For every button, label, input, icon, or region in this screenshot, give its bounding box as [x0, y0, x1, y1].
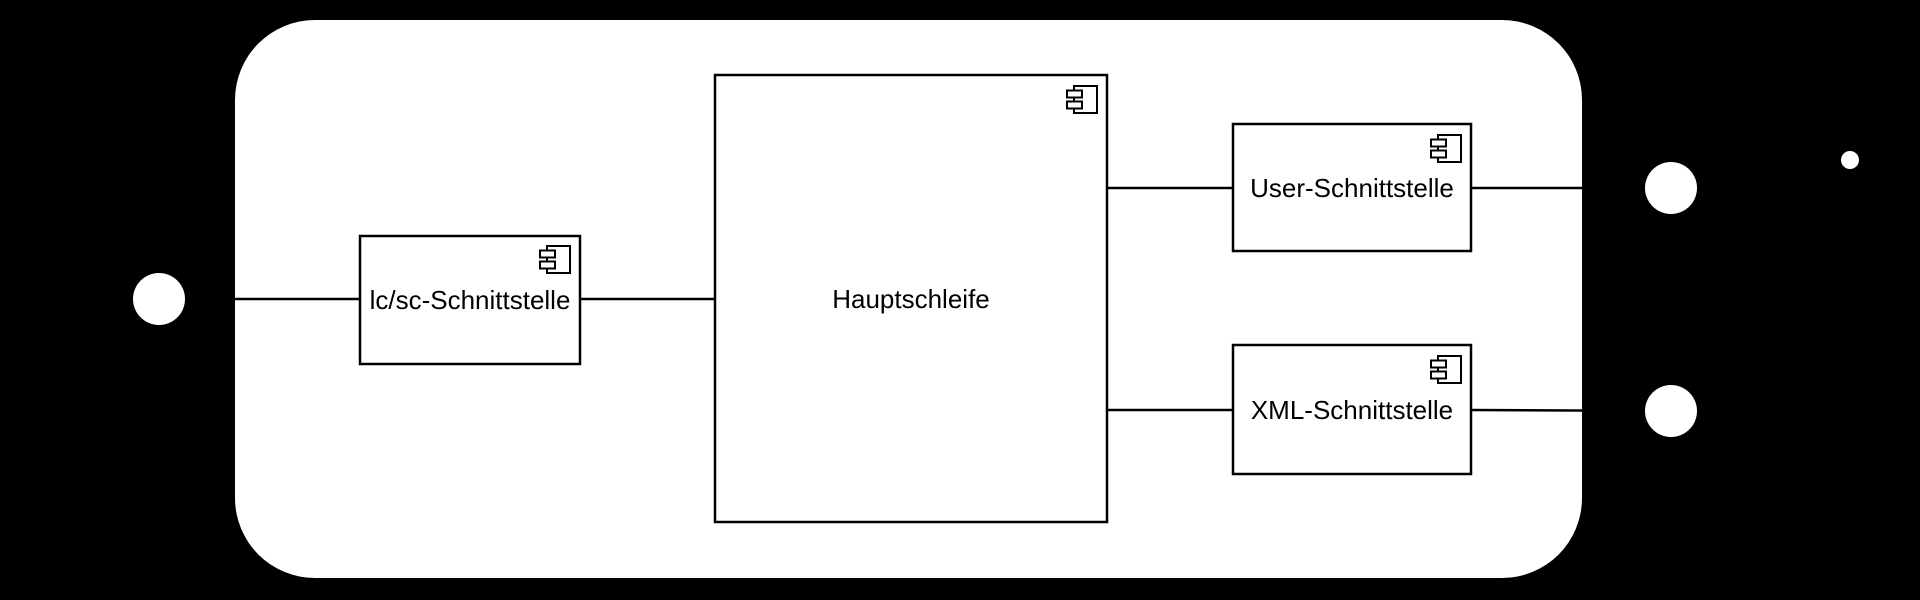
lollipop-interface-left-icon	[133, 273, 185, 325]
component-xml-label: XML-Schnittstelle	[1251, 395, 1453, 425]
connector-xml-to-right-interface	[1470, 408, 1672, 413]
component-xml-schnittstelle: XML-Schnittstelle	[1231, 343, 1473, 476]
component-lcsc-schnittstelle: lc/sc-Schnittstelle	[358, 234, 582, 366]
component-hauptschleife: Hauptschleife	[713, 73, 1109, 524]
lollipop-interface-user-icon	[1645, 162, 1697, 214]
lollipop-interface-xml-icon	[1645, 385, 1697, 437]
small-interface-dot-icon	[1841, 151, 1859, 169]
component-hauptschleife-label: Hauptschleife	[832, 284, 990, 314]
component-user-schnittstelle: User-Schnittstelle	[1231, 122, 1473, 253]
component-hauptschleife-box	[713, 73, 1109, 524]
component-lcsc-label: lc/sc-Schnittstelle	[370, 285, 571, 315]
component-user-label: User-Schnittstelle	[1250, 173, 1454, 203]
